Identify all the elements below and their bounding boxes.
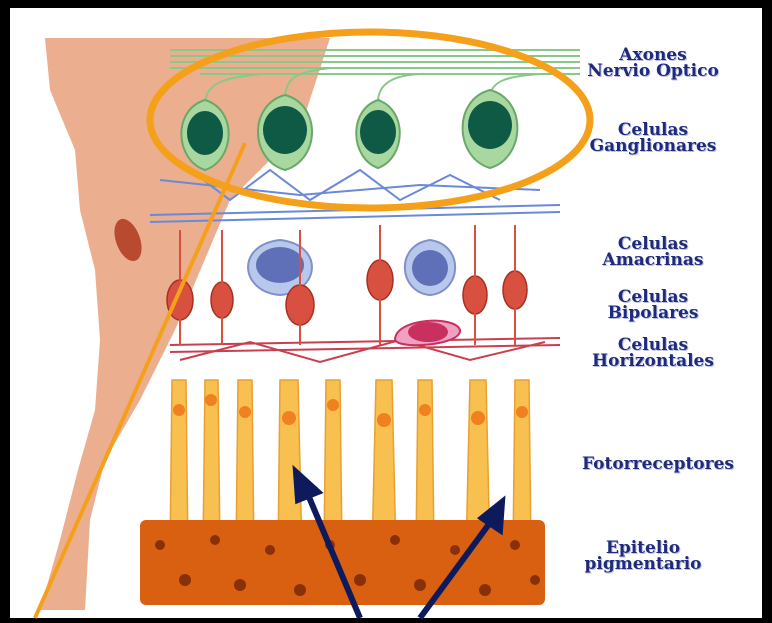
ganglion-cell [463, 90, 518, 168]
label-ganglion-cells: Celulas Ganglionares [578, 122, 728, 154]
amacrine-cells [248, 240, 455, 295]
label-axones: Axones Nervio Optico [578, 47, 728, 79]
label-bipolar-cells: Celulas Bipolares [578, 289, 728, 321]
label-photoreceptors: Fotorreceptores [568, 456, 748, 472]
amacrine-cell [405, 240, 455, 295]
label-amacrine-cells: Celulas Amacrinas [578, 236, 728, 268]
label-horizontal-cells: Celulas Horizontales [578, 337, 728, 369]
label-pigment-epithelium: Epitelio pigmentario [568, 540, 718, 572]
horizontal-cell [395, 321, 460, 346]
ganglion-cell [356, 100, 400, 168]
horizontal-plexus [170, 338, 560, 362]
